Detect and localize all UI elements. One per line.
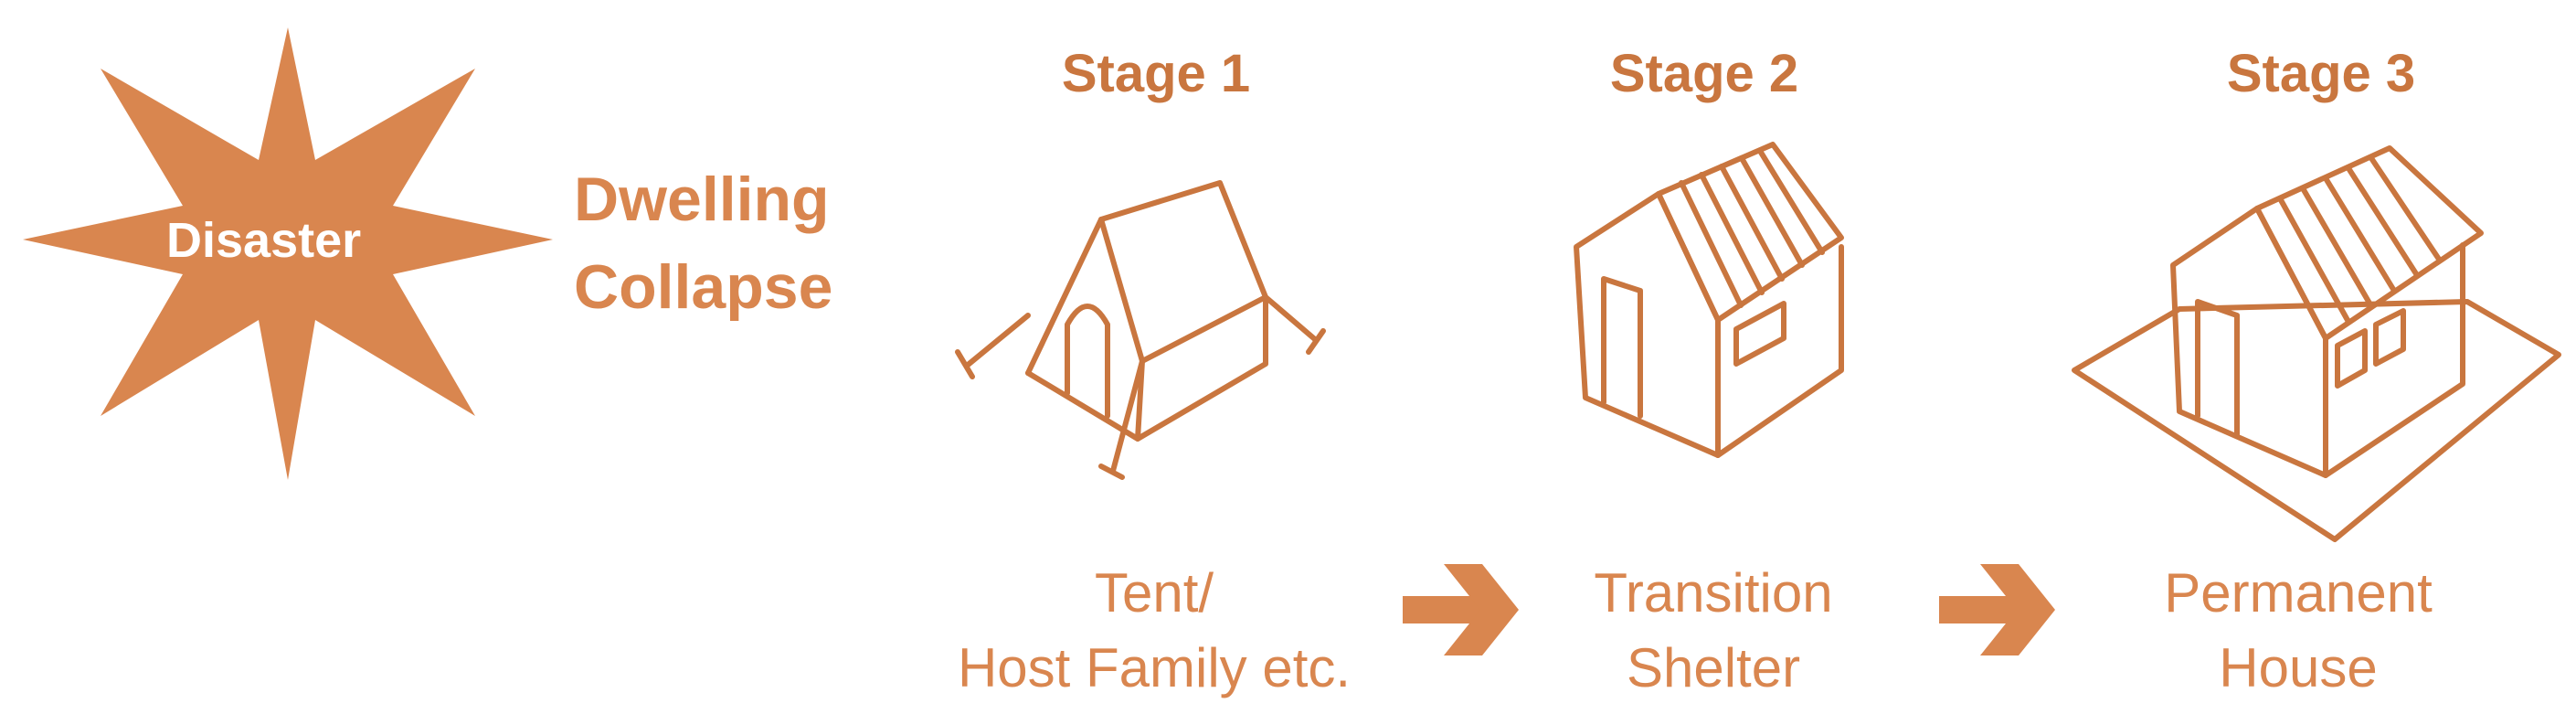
stage-1-title: Stage 1 [1061, 44, 1251, 103]
collapse-line-2: Collapse [574, 252, 833, 322]
shelter-house-icon [1574, 142, 1844, 458]
collapse-line-1: Dwelling [574, 165, 830, 234]
stage-3-caption: Permanent House [2051, 556, 2545, 706]
stage-2-caption-line-1: Transition [1594, 562, 1833, 623]
arrow-right-icon [1403, 564, 1519, 655]
stage-2-caption: Transition Shelter [1467, 556, 1960, 706]
stage-3-caption-line-1: Permanent [2164, 562, 2433, 623]
stage-2-title: Stage 2 [1609, 44, 1799, 103]
stage-1-caption-line-2: Host Family etc. [957, 637, 1352, 698]
permanent-house-icon [2072, 145, 2561, 542]
stage-1-caption: Tent/ Host Family etc. [907, 556, 1401, 706]
tent-icon [955, 180, 1326, 480]
stage-1-caption-line-1: Tent/ [1094, 562, 1214, 623]
arrow-right-icon [1939, 564, 2055, 655]
dwelling-collapse-label: Dwelling Collapse [574, 155, 832, 331]
star-burst-icon [23, 27, 553, 480]
disaster-label: Disaster [166, 213, 362, 268]
stage-3-title: Stage 3 [2226, 44, 2416, 103]
stage-3-caption-line-2: House [2219, 637, 2378, 698]
stage-2-caption-line-2: Shelter [1626, 637, 1801, 698]
